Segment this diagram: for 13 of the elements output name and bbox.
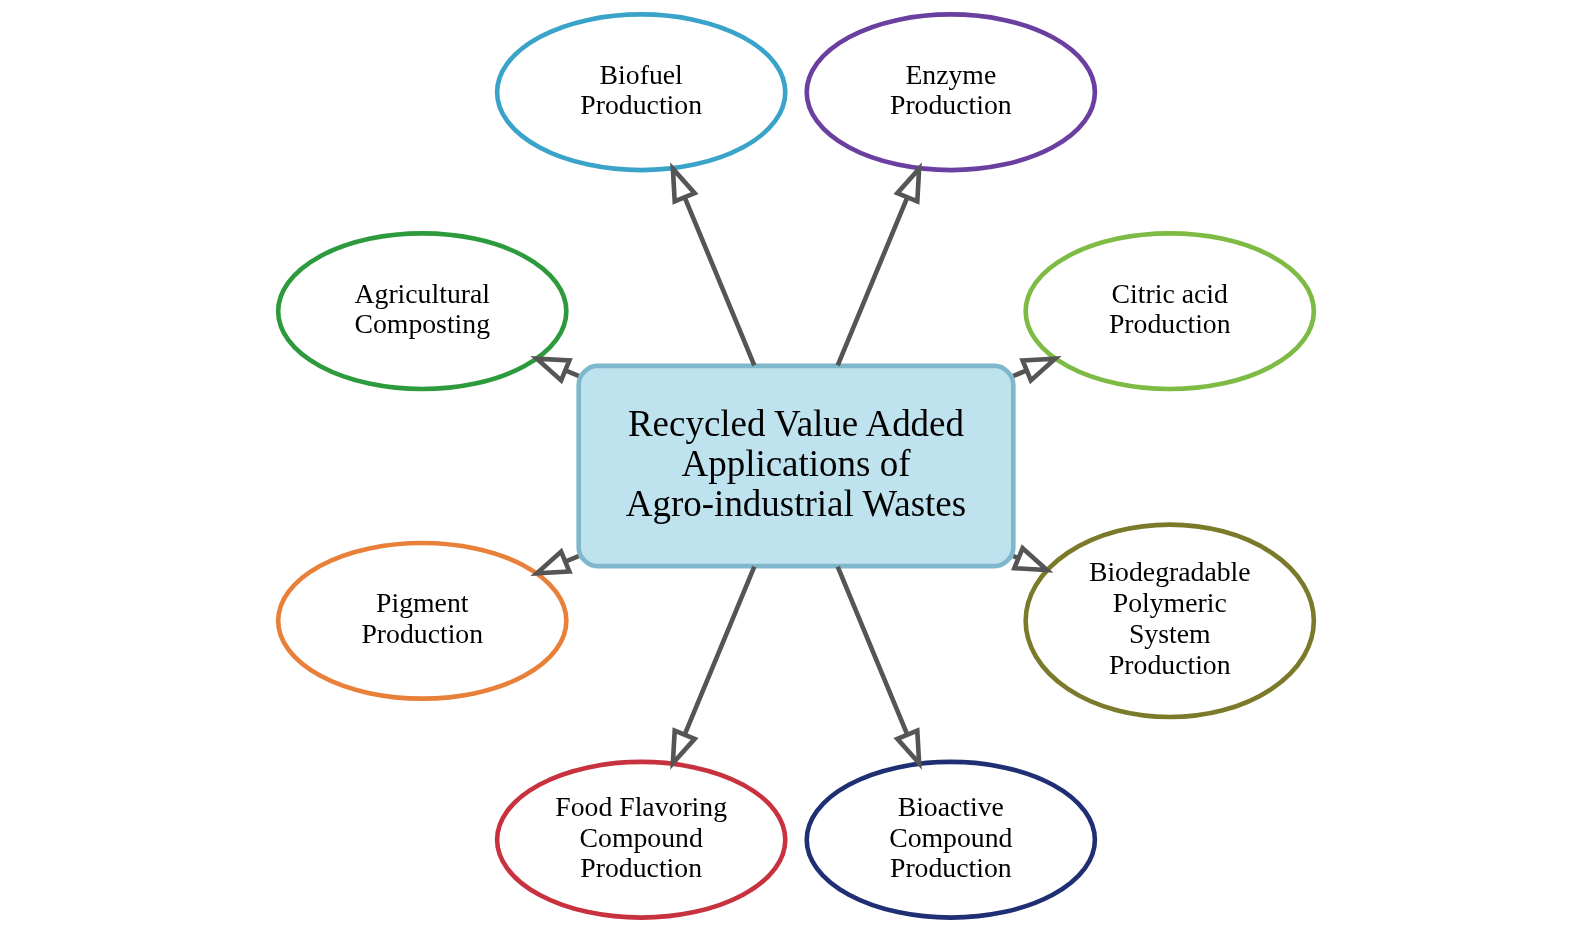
node-ellipse: Enzyme Production (803, 12, 1097, 173)
node-ellipse: Citric acid Production (1022, 231, 1316, 392)
arrow (835, 162, 922, 367)
node-ellipse: Pigment Production (275, 540, 569, 701)
arrow (669, 565, 756, 770)
node-ellipse: Biodegradable Polymeric System Production (1022, 522, 1316, 720)
arrow (669, 162, 756, 367)
arrow (835, 565, 922, 770)
node-ellipse: Agricultural Composting (275, 231, 569, 392)
node-ellipse: Bioactive Compound Production (803, 759, 1097, 920)
node-ellipse: Food Flavoring Compound Production (494, 759, 788, 920)
node-ellipse: Biofuel Production (494, 12, 788, 173)
node-box: Recycled Value Added Applications of Agro-industrial Wastes (575, 363, 1016, 569)
